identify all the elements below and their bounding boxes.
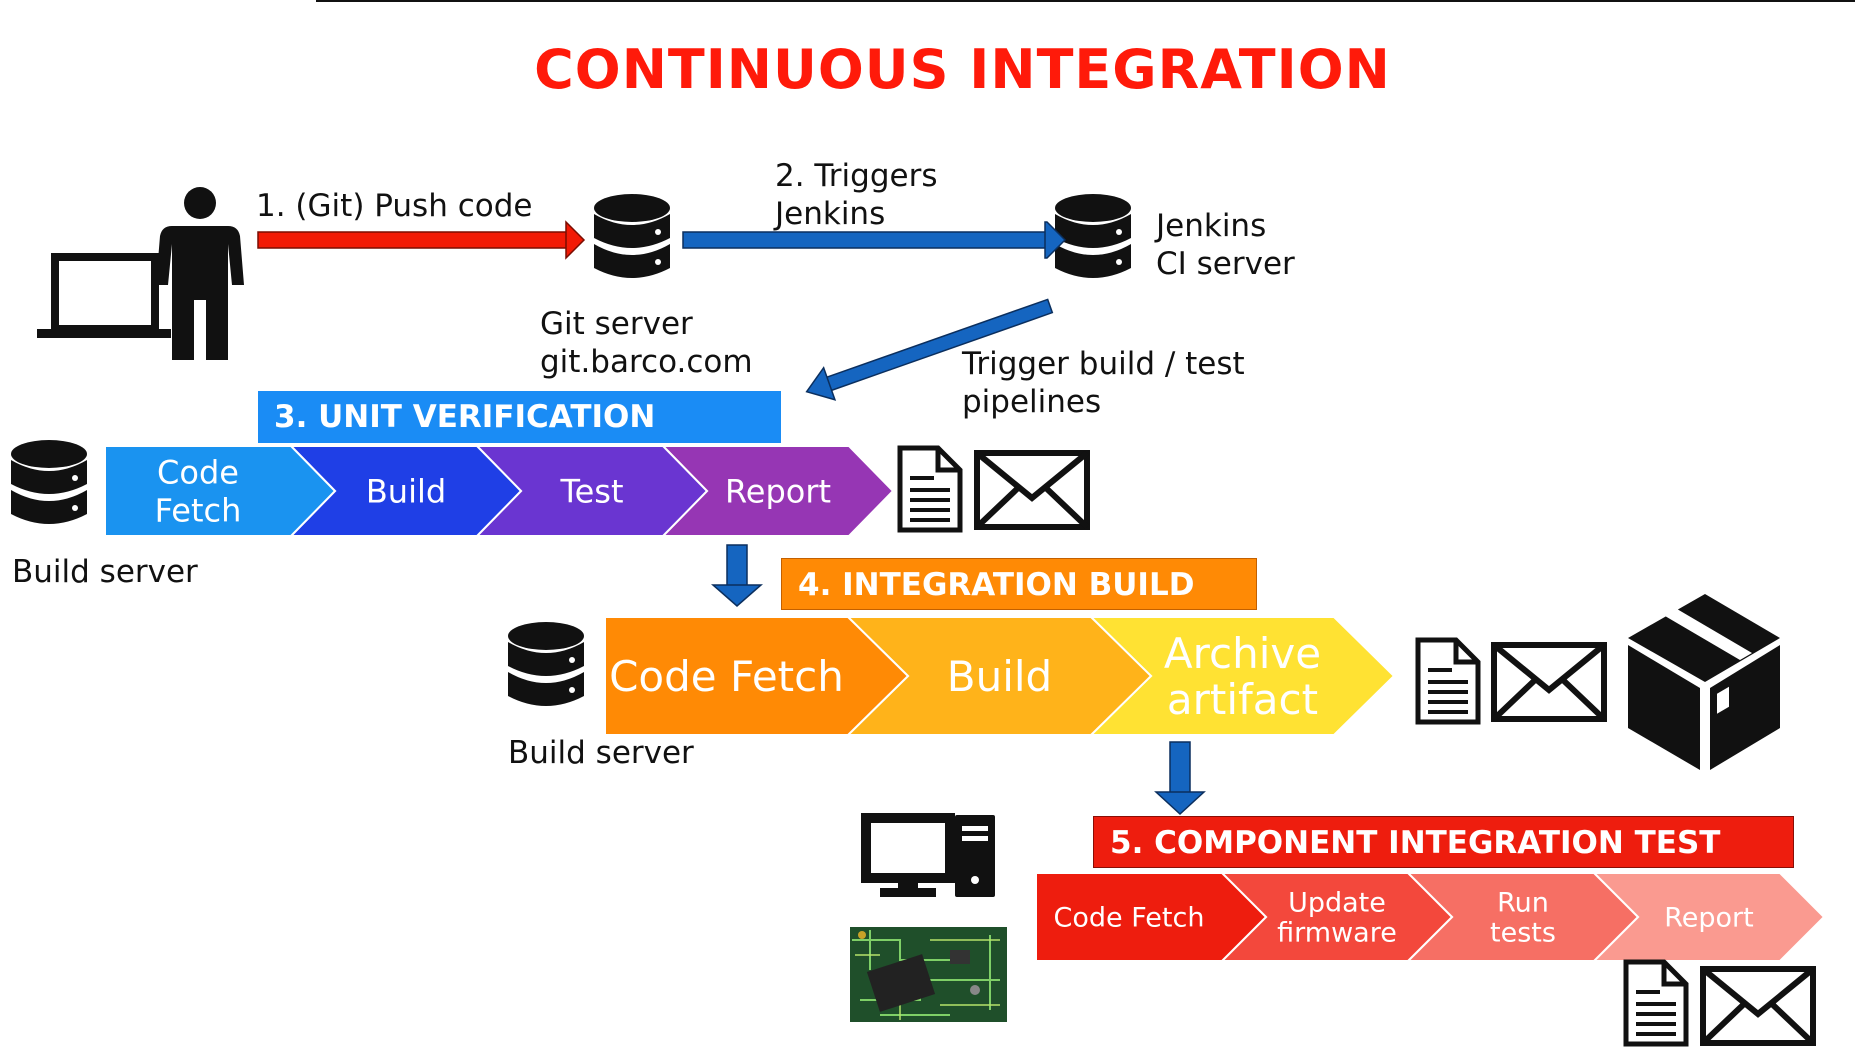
integration-report-document-icon	[1418, 640, 1478, 722]
unit-mail-icon	[977, 453, 1087, 527]
unit-verification-stage-1-label: Fetch	[155, 492, 242, 530]
component-integration-test-stage-3-label: tests	[1490, 918, 1556, 949]
package-box-icon	[1628, 594, 1780, 770]
unit-verification-stage-4-label: Report	[725, 473, 831, 511]
unit-verification-stage-1-label: Code	[157, 454, 239, 492]
unit-verification-header: 3. UNIT VERIFICATION	[258, 391, 781, 443]
component-integration-test-stage-3-label: Run	[1497, 888, 1549, 919]
integration-build-header: 4. INTEGRATION BUILD	[781, 558, 1257, 610]
trigger-pipelines-arrow	[805, 298, 1054, 401]
push-arrow	[257, 220, 586, 260]
integration-build-stage-1-label: Code Fetch	[609, 652, 844, 701]
integration-build-stage-3-label: Archive	[1164, 629, 1321, 678]
integration-build-stage-3-label: artifact	[1167, 675, 1318, 724]
unit-verification-stage-1	[104, 445, 337, 537]
jenkins-label-line1: Jenkins	[1156, 208, 1267, 244]
person-icon	[156, 187, 244, 360]
git-server-database-icon	[594, 194, 670, 278]
unit-verification-stage-3-label: Test	[559, 473, 623, 511]
unit-build-server-label: Build server	[12, 554, 198, 590]
triggers-label-line2: Jenkins	[775, 196, 886, 232]
integration-build-server-label: Build server	[508, 735, 694, 771]
jenkins-database-icon	[1055, 194, 1131, 278]
component-integration-test-stage-2-label: firmware	[1277, 918, 1397, 949]
unit-build-server-database-icon	[11, 440, 87, 524]
integration-build-stage-2-label: Build	[947, 652, 1052, 701]
git-server-label-line2: git.barco.com	[540, 344, 753, 380]
unit-report-document-icon	[900, 448, 960, 530]
component-integration-test-stage-1	[1035, 872, 1268, 962]
integration-build-server-database-icon	[508, 622, 584, 706]
push-code-label: 1. (Git) Push code	[256, 188, 533, 224]
git-server-label-line1: Git server	[540, 306, 693, 342]
down-arrow-integration	[711, 544, 763, 607]
page-title: CONTINUOUS INTEGRATION	[534, 38, 1391, 101]
circuit-board-icon	[850, 927, 1007, 1022]
top-rule	[316, 0, 1855, 2]
integration-mail-icon	[1494, 645, 1604, 719]
component-mail-icon	[1703, 969, 1813, 1043]
component-integration-test-stage-2-label: Update	[1288, 888, 1386, 919]
laptop-icon	[37, 253, 171, 338]
down-arrow-component	[1154, 741, 1206, 816]
component-integration-test-header: 5. COMPONENT INTEGRATION TEST	[1093, 816, 1794, 868]
trigger-pipelines-label-line1: Trigger build / test	[962, 346, 1245, 382]
component-integration-test-stage-4-label: Report	[1664, 903, 1754, 934]
jenkins-label-line2: CI server	[1156, 246, 1295, 282]
unit-verification-stage-2-label: Build	[366, 473, 446, 511]
component-report-document-icon	[1626, 962, 1686, 1044]
trigger-pipelines-label-line2: pipelines	[962, 384, 1102, 420]
integration-build-stage-1	[604, 616, 910, 736]
desktop-computer-icon	[861, 813, 995, 897]
component-integration-test-stage-1-label: Code Fetch	[1054, 903, 1205, 934]
triggers-label-line1: 2. Triggers	[775, 158, 938, 194]
trigger-jenkins-arrow	[682, 221, 1067, 259]
